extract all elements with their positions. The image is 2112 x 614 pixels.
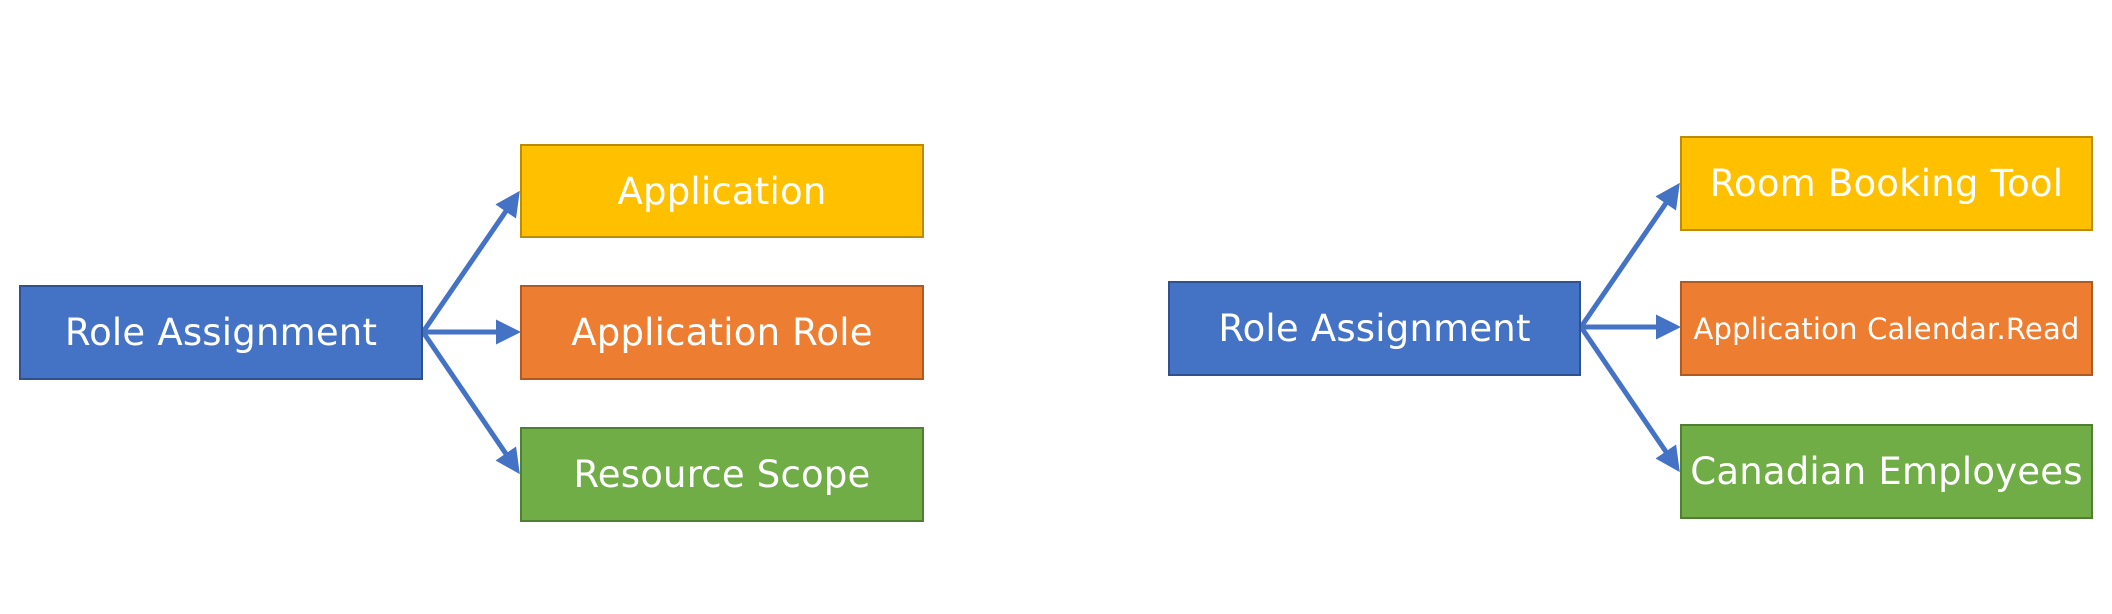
left-application-label: Application — [617, 169, 827, 213]
left-arrow-to-scope — [420, 330, 520, 475]
right-role-assignment-box: Role Assignment — [1168, 281, 1581, 376]
right-room-booking-tool-label: Room Booking Tool — [1709, 162, 2064, 205]
right-application-calendar-read-box: Application Calendar.Read — [1680, 281, 2093, 376]
left-role-assignment-box: Role Assignment — [19, 285, 423, 380]
left-resource-scope-box: Resource Scope — [520, 427, 924, 522]
right-role-assignment-label: Role Assignment — [1218, 307, 1531, 350]
left-application-role-label: Application Role — [571, 311, 873, 354]
left-application-role-box: Application Role — [520, 285, 924, 380]
left-application-box: Application — [520, 144, 924, 238]
left-role-assignment-label: Role Assignment — [64, 311, 378, 354]
right-arrow-to-scope — [1578, 325, 1680, 473]
right-canadian-employees-label: Canadian Employees — [1690, 450, 2083, 493]
left-arrow-to-application — [420, 190, 520, 334]
right-application-calendar-read-label: Application Calendar.Read — [1693, 311, 2080, 346]
right-arrow-to-application — [1578, 182, 1680, 329]
right-room-booking-tool-box: Room Booking Tool — [1680, 136, 2093, 231]
left-resource-scope-label: Resource Scope — [573, 453, 871, 496]
right-canadian-employees-box: Canadian Employees — [1680, 424, 2093, 519]
